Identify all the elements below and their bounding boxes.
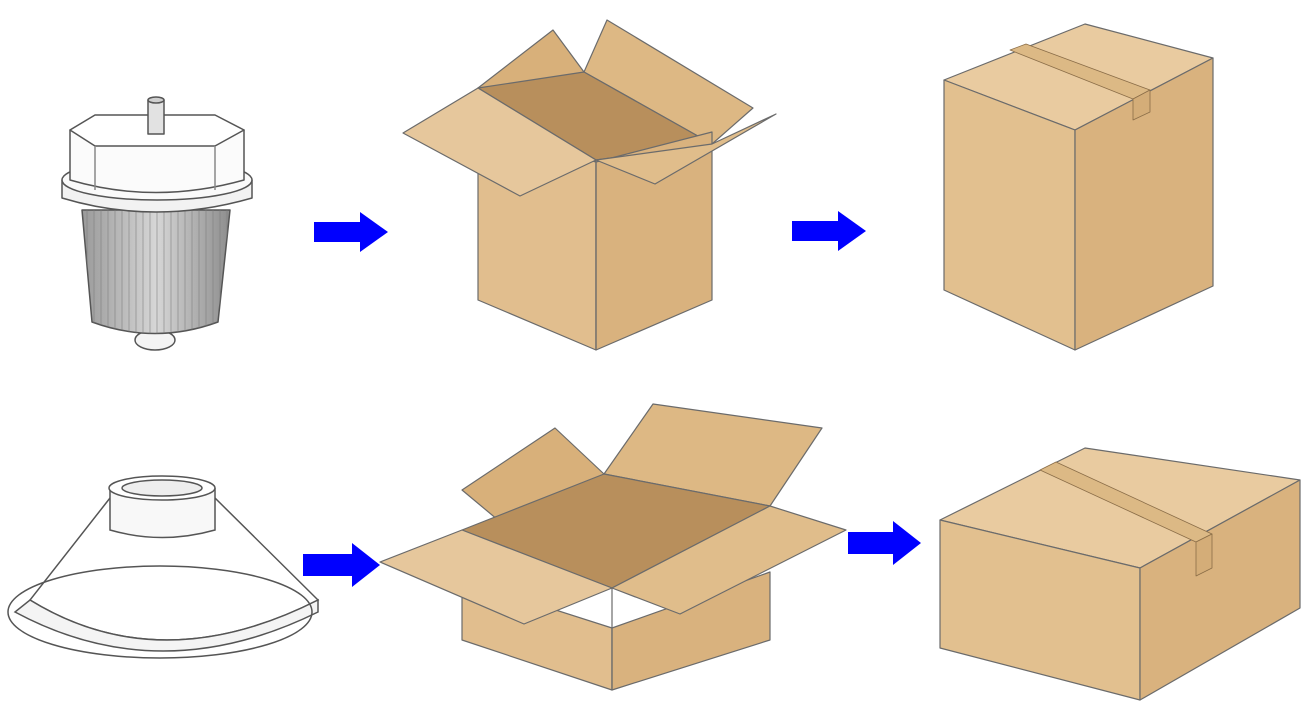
open-box-icon <box>403 20 776 350</box>
row-1 <box>62 20 1213 350</box>
lamp-shade-icon <box>8 476 318 658</box>
right-arrow-icon <box>314 212 388 252</box>
right-arrow-icon <box>303 543 380 587</box>
right-arrow-icon <box>848 521 921 565</box>
open-box-icon <box>380 404 846 690</box>
row-2 <box>8 404 1300 700</box>
right-arrow-icon <box>792 211 866 251</box>
sealed-box-icon <box>944 24 1213 350</box>
sealed-box-icon <box>940 448 1300 700</box>
lamp-driver-icon <box>62 97 252 350</box>
